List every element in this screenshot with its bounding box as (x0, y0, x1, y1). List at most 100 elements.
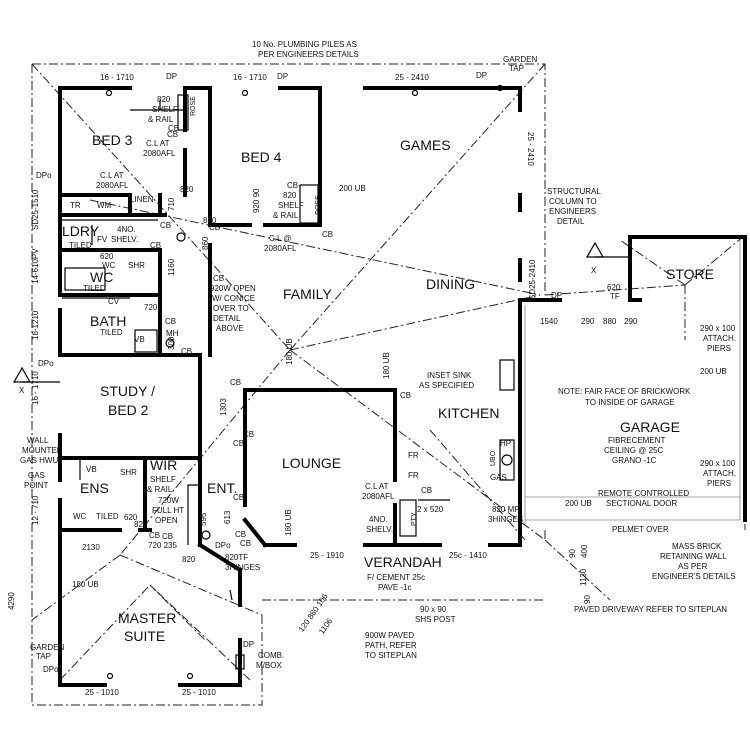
svg-text:COMB.: COMB. (258, 651, 284, 660)
svg-text:UBO: UBO (490, 450, 497, 466)
svg-text:M/BOX: M/BOX (256, 661, 282, 670)
svg-text:90: 90 (568, 549, 577, 558)
svg-text:C.L AT: C.L AT (365, 482, 389, 491)
svg-text:CB: CB (233, 439, 244, 448)
svg-text:DP: DP (166, 72, 177, 81)
svg-text:F/ CEMENT 25c: F/ CEMENT 25c (367, 573, 425, 582)
svg-text:290 x 100: 290 x 100 (700, 459, 736, 468)
svg-text:CB: CB (162, 532, 173, 541)
svg-text:4NO.: 4NO. (369, 515, 388, 524)
svg-text:1106: 1106 (317, 616, 335, 636)
svg-text:POINT: POINT (24, 481, 49, 490)
svg-text:DETAIL: DETAIL (213, 314, 241, 323)
svg-text:ENGINEERS: ENGINEERS (549, 207, 596, 216)
svg-text:SECTIONAL DOOR: SECTIONAL DOOR (606, 499, 677, 508)
svg-text:SD25-1510: SD25-1510 (31, 189, 40, 230)
svg-text:PIERS: PIERS (707, 479, 731, 488)
svg-text:2 x 520: 2 x 520 (417, 505, 444, 514)
svg-text:GAS: GAS (28, 471, 45, 480)
svg-text:200 UB: 200 UB (700, 367, 727, 376)
svg-text:CB: CB (243, 430, 254, 439)
svg-text:SHELF: SHELF (278, 201, 304, 210)
svg-text:HP: HP (500, 439, 511, 448)
svg-text:620: 620 (607, 283, 621, 292)
svg-text:FR: FR (408, 471, 419, 480)
svg-text:290 x 100: 290 x 100 (700, 324, 736, 333)
svg-text:25 - 1010: 25 - 1010 (85, 688, 119, 697)
svg-text:CB: CB (213, 274, 224, 283)
svg-text:3HINGES: 3HINGES (488, 515, 523, 524)
svg-text:& RAIL: & RAIL (148, 115, 174, 124)
svg-text:C.L AT: C.L AT (100, 171, 124, 180)
svg-text:820: 820 (182, 555, 196, 564)
svg-text:920W OPEN: 920W OPEN (210, 284, 256, 293)
svg-text:25 - 1010: 25 - 1010 (182, 688, 216, 697)
svg-text:WC: WC (73, 512, 87, 521)
svg-text:2080AFL: 2080AFL (96, 181, 129, 190)
svg-text:TO INSIDE OF GARAGE: TO INSIDE OF GARAGE (585, 398, 675, 407)
svg-text:AS PER: AS PER (678, 562, 708, 571)
svg-text:10 No. PLUMBING PILES AS: 10 No. PLUMBING PILES AS (252, 40, 357, 49)
svg-text:C.L @: C.L @ (269, 234, 292, 243)
svg-text:INSET SINK: INSET SINK (427, 371, 472, 380)
svg-text:OPEN: OPEN (155, 516, 178, 525)
svg-text:TAP: TAP (509, 64, 524, 73)
svg-text:1303: 1303 (219, 398, 228, 416)
label-rose: ROSE (190, 96, 197, 116)
room-kitchen: KITCHEN (438, 405, 499, 421)
svg-text:CB: CB (421, 486, 432, 495)
svg-text:620: 620 (100, 252, 114, 261)
svg-text:ATTACH.: ATTACH. (703, 334, 736, 343)
svg-text:1540: 1540 (540, 317, 558, 326)
room-bed3: BED 3 (92, 132, 133, 148)
svg-text:C.L AT: C.L AT (146, 139, 170, 148)
svg-text:920 90: 920 90 (252, 188, 261, 213)
svg-text:CB: CB (240, 539, 251, 548)
label-wm: WM (97, 201, 112, 210)
svg-text:CB: CB (322, 230, 333, 239)
svg-text:720W: 720W (158, 496, 179, 505)
svg-text:DPo: DPo (38, 359, 54, 368)
svg-text:3HINGES: 3HINGES (225, 563, 260, 572)
room-wc: WC (90, 269, 113, 285)
svg-text:PIERS: PIERS (707, 344, 731, 353)
svg-text:STRUCTURAL: STRUCTURAL (547, 187, 601, 196)
label-pty: PTY (411, 512, 418, 526)
svg-text:CB: CB (167, 130, 178, 139)
svg-text:12 - 710: 12 - 710 (31, 495, 40, 525)
svg-text:200 UB: 200 UB (565, 499, 592, 508)
svg-text:720 235: 720 235 (148, 541, 177, 550)
svg-text:2130: 2130 (82, 543, 100, 552)
svg-text:TILED: TILED (96, 512, 119, 521)
internal-lines (62, 94, 515, 670)
room-verandah: VERANDAH (364, 554, 442, 570)
svg-text:DP: DP (476, 71, 487, 80)
svg-text:X: X (19, 386, 25, 395)
svg-text:180 UB: 180 UB (284, 509, 293, 536)
svg-text:X: X (591, 266, 597, 275)
svg-text:GARDEN: GARDEN (30, 643, 64, 652)
svg-text:4NO.: 4NO. (117, 225, 136, 234)
label-vb: VB (134, 335, 145, 344)
svg-text:ABOVE: ABOVE (216, 324, 244, 333)
svg-text:SHELF: SHELF (150, 475, 176, 484)
room-family: FAMILY (283, 286, 332, 302)
svg-text:1130: 1130 (579, 568, 588, 586)
svg-text:180 UB: 180 UB (72, 580, 99, 589)
svg-text:90 x 90: 90 x 90 (420, 605, 447, 614)
svg-text:595: 595 (199, 512, 208, 526)
svg-text:& RAIL: & RAIL (147, 485, 173, 494)
svg-text:GRANO -1C: GRANO -1C (612, 456, 657, 465)
svg-text:REMOTE CONTROLLED: REMOTE CONTROLLED (598, 489, 689, 498)
room-games: GAMES (400, 137, 451, 153)
svg-text:620: 620 (124, 513, 138, 522)
svg-text:710: 710 (167, 197, 176, 211)
svg-text:820: 820 (157, 95, 171, 104)
svg-text:DPo: DPo (43, 665, 59, 674)
svg-text:25 - 2410: 25 - 2410 (526, 132, 535, 166)
svg-text:GARDEN: GARDEN (503, 55, 537, 64)
label-mh: MH (166, 329, 179, 338)
svg-text:NOTE: FAIR FACE OF BRICKWORK: NOTE: FAIR FACE OF BRICKWORK (558, 387, 691, 396)
svg-text:25 - 1910: 25 - 1910 (310, 551, 344, 560)
svg-text:CB: CB (400, 391, 411, 400)
